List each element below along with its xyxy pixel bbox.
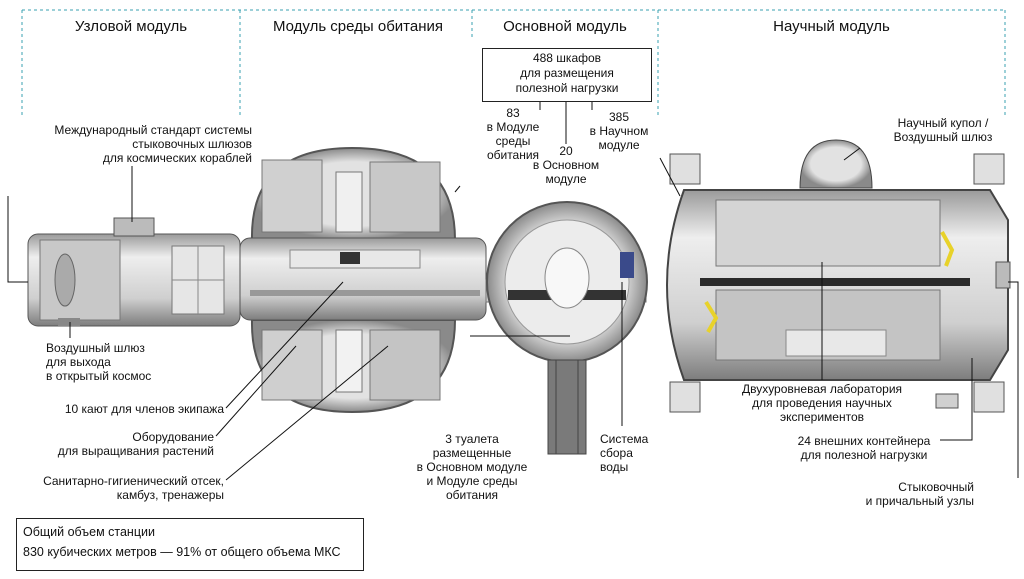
ports-label: Стыковочный и причальный узлы (860, 480, 974, 508)
label-line: Санитарно-гигиенический отсек, (43, 474, 224, 488)
label-line: модуле (598, 138, 640, 152)
containers-label: 24 внешних контейнера для полезной нагру… (784, 434, 944, 462)
label-line: Научный купол / (897, 116, 989, 130)
lab-label: Двухуровневая лаборатория для проведения… (730, 382, 914, 424)
label-line: и причальный узлы (865, 494, 974, 508)
label-line: воды (600, 460, 629, 474)
cabins-label: 10 кают для членов экипажа (10, 402, 224, 416)
label-line: в Основном (532, 158, 600, 172)
cupola-label: Научный купол / Воздушный шлюз (876, 116, 1010, 144)
label-line: экспериментов (779, 410, 865, 424)
label-line: для выращивания растений (57, 444, 214, 458)
label-line: в открытый космос (46, 369, 152, 383)
label-line: Система (600, 432, 649, 446)
science-module (666, 139, 1011, 413)
label-line: камбуз, тренажеры (116, 488, 224, 502)
water-system-label: Система сбора воды (600, 432, 670, 474)
header-core-module: Основной модуль (503, 18, 627, 35)
station-volume-title: Общий объем станции (23, 525, 155, 539)
label-line: Стыковочный (898, 480, 974, 494)
label-line: 83 (506, 106, 520, 120)
label-line: в Модуле (486, 120, 540, 134)
station-volume-value: 830 кубических метров — 91% от общего об… (23, 545, 341, 559)
racks-total-box: 488 шкафов для размещения полезной нагру… (482, 48, 652, 102)
label-line: в Научном (589, 124, 649, 138)
label-line: обитания (445, 488, 499, 502)
racks-core-label: 20 в Основном модуле (528, 144, 604, 186)
racks-total-line: полезной нагрузки (515, 81, 619, 95)
label-line: 385 (608, 110, 630, 124)
label-line: Оборудование (132, 430, 214, 444)
core-module (485, 201, 648, 455)
header-dividers (21, 9, 1006, 118)
airlock-label: Воздушный шлюз для выхода в открытый кос… (46, 341, 186, 383)
toilets-label: 3 туалета размещенные в Основном модуле … (400, 432, 544, 502)
label-line: для проведения научных (752, 396, 892, 410)
leader-lines (7, 102, 1019, 481)
label-line: Воздушный шлюз (46, 341, 145, 355)
label-line: для выхода (46, 355, 111, 369)
label-line: сбора (600, 446, 633, 460)
label-line: для полезной нагрузки (800, 448, 928, 462)
label-line: для космических кораблей (102, 151, 252, 165)
habitat-module (239, 146, 487, 414)
label-line: Международный стандарт системы (54, 123, 252, 137)
label-line: 3 туалета (445, 432, 499, 446)
label-line: 10 кают для членов экипажа (64, 402, 224, 416)
racks-total-line: для размещения (520, 66, 614, 80)
node-module (27, 217, 241, 327)
label-line: 20 (559, 144, 573, 158)
racks-total-line: 488 шкафов (532, 51, 602, 65)
racks-habitat-label: 83 в Модуле среды обитания (478, 106, 548, 162)
header-habitat-module: Модуль среды обитания (272, 18, 444, 35)
label-line: обитания (486, 148, 540, 162)
label-line: в Основном модуле (416, 460, 528, 474)
header-science-module: Научный модуль (773, 18, 890, 35)
header-node-module: Узловой модуль (74, 18, 188, 35)
label-line: стыковочных шлюзов (132, 137, 252, 151)
label-line: размещенные (432, 446, 512, 460)
label-line: среды (495, 134, 531, 148)
racks-science-label: 385 в Научном модуле (584, 110, 654, 152)
plants-label: Оборудование для выращивания растений (10, 430, 214, 458)
label-line: модуле (545, 172, 587, 186)
label-line: Двухуровневая лаборатория (741, 382, 903, 396)
station-volume-box: Общий объем станции 830 кубических метро… (16, 518, 364, 571)
label-line: и Модуле среды (426, 474, 518, 488)
sanitary-label: Санитарно-гигиенический отсек, камбуз, т… (6, 474, 224, 502)
docking-standard-label: Международный стандарт системы стыковочн… (30, 123, 252, 165)
label-line: Воздушный шлюз (893, 130, 993, 144)
label-line: 24 внешних контейнера (797, 434, 931, 448)
